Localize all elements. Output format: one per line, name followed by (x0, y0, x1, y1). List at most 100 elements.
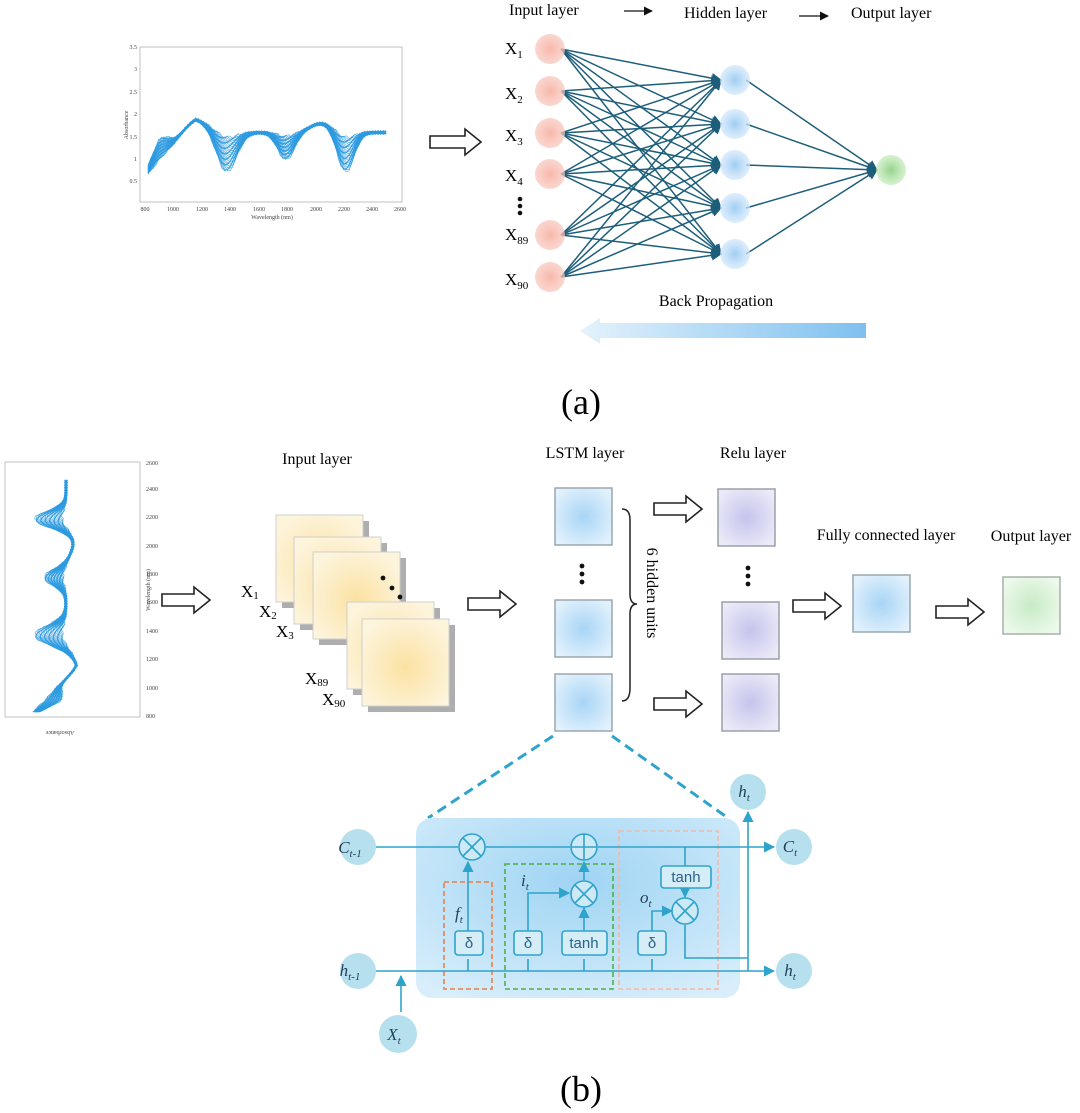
hollow-arrow-b6 (935, 597, 986, 627)
svg-text:Ct-1: Ct-1 (338, 838, 362, 860)
tick: 2400 (146, 487, 158, 493)
network-edge (560, 79, 722, 236)
header-hidden-layer: Hidden layer (684, 5, 768, 22)
hollow-arrow-b5 (792, 591, 843, 621)
tick: 1800 (146, 572, 158, 578)
network-edge (745, 167, 879, 209)
tick: 2000 (146, 544, 158, 550)
tanh-box-input (561, 930, 608, 956)
svg-text:Xt: Xt (386, 1025, 401, 1047)
network-edge (745, 79, 878, 171)
stack-dot (380, 575, 386, 581)
xtick: 1400 (224, 207, 236, 213)
sigma-label-forget: δ (465, 935, 473, 952)
output-gate-box (618, 830, 719, 990)
stack-label-x3: X3 (276, 622, 294, 642)
multiply-forget-op (458, 833, 486, 861)
add-op (570, 833, 598, 861)
network-nodes (535, 34, 906, 292)
tanh-box-output (660, 865, 712, 889)
relu-unit (721, 673, 780, 732)
panel-b: 800 1000 1200 1400 1600 1800 2000 2200 2… (4, 445, 1072, 1109)
spectrum-line (34, 479, 78, 713)
network-edge (560, 132, 722, 209)
hidden-node (720, 65, 750, 95)
multiply-output-op (671, 897, 699, 925)
label-output-layer: Output layer (991, 528, 1072, 545)
back-propagation-arrow (580, 318, 866, 344)
input-label-x3: X3 (505, 126, 523, 148)
network-edge (745, 123, 878, 172)
spectrum-a-yticks: 0.5 1 1.5 2 2.5 3 3.5 (130, 45, 138, 185)
input-node (535, 34, 565, 64)
network-edge (560, 206, 722, 278)
hollow-arrow-a (429, 127, 483, 157)
spectrum-b-ticks: 800 1000 1200 1400 1600 1800 2000 2200 2… (146, 461, 158, 720)
input-node (535, 220, 565, 250)
header-input-layer: Input layer (509, 2, 579, 19)
stack-sheet-90 (361, 618, 455, 712)
network-edge (560, 250, 723, 278)
input-gate-box (504, 863, 614, 990)
network-edge (560, 90, 722, 255)
lstm-unit (554, 487, 613, 546)
node-h-top: ht (730, 774, 766, 810)
back-propagation-label: Back Propagation (659, 293, 773, 310)
input-ellipsis-dots (517, 196, 523, 216)
xtick: 1800 (281, 207, 293, 213)
spectrum-curves-a (147, 117, 387, 175)
caption-a: (a) (561, 382, 601, 422)
network-edge (560, 90, 723, 128)
network-edge (560, 173, 723, 212)
lstm-unit (554, 673, 613, 732)
hidden-node (720, 239, 750, 269)
lstm-unit (554, 599, 613, 658)
input-node (535, 118, 565, 148)
lstm-units (554, 487, 613, 732)
svg-text:ht: ht (784, 961, 797, 983)
svg-text:ht: ht (738, 782, 751, 804)
stack-label-x90: X90 (322, 690, 346, 710)
hidden-node (720, 150, 750, 180)
spectrum-a-xticks: 800 1000 1200 1400 1600 1800 2000 2200 2… (141, 207, 407, 213)
hollow-arrow-b4 (653, 689, 704, 719)
relu-unit (717, 488, 776, 547)
spectrum-plot-a: 800 1000 1200 1400 1600 1800 2000 2200 2… (124, 45, 406, 221)
label-fully-connected-layer: Fully connected layer (817, 527, 956, 544)
network-edge (560, 132, 722, 255)
sigma-box-input (513, 930, 543, 956)
sigma-label-output: δ (648, 935, 656, 952)
tick: 1600 (146, 600, 158, 606)
stack-label-x89: X89 (305, 669, 329, 689)
sigma-box-forget (454, 930, 484, 956)
ytick: 3 (134, 67, 137, 73)
node-x-t: Xt (379, 1015, 417, 1053)
gate-label-o: ot (640, 888, 653, 910)
zoom-line-right (611, 734, 729, 820)
spectrum-a-ylabel: Absorbance (124, 110, 130, 139)
label-input-layer: Input layer (282, 451, 352, 468)
input-label-x89: X89 (505, 225, 529, 247)
input-label-x1: X1 (505, 39, 523, 61)
xtick: 1600 (253, 207, 265, 213)
spectrum-line (147, 118, 387, 173)
ytick: 3.5 (130, 45, 138, 51)
spectrum-curves-b (32, 479, 79, 713)
network-edge (560, 79, 722, 278)
label-relu-layer: Relu layer (720, 445, 787, 462)
lstm-cell: δ δ tanh δ tanh ft it ot Ct-1 ht-1 (338, 774, 812, 1053)
input-stack: X1 X2 X3 X89 X90 (241, 514, 455, 712)
fully-connected-unit (852, 574, 911, 633)
sigma-box-output (637, 930, 667, 956)
network-edge (560, 48, 722, 125)
hollow-arrow-b2 (467, 589, 518, 619)
tick: 800 (146, 714, 155, 720)
network-edge (745, 169, 878, 255)
tanh-label-input: tanh (569, 935, 598, 952)
label-lstm-layer: LSTM layer (546, 445, 625, 462)
network-edge (560, 123, 722, 278)
tick: 1000 (146, 686, 158, 692)
network-edge (560, 173, 722, 255)
network-edge (560, 119, 723, 134)
ytick: 0.5 (130, 179, 138, 185)
